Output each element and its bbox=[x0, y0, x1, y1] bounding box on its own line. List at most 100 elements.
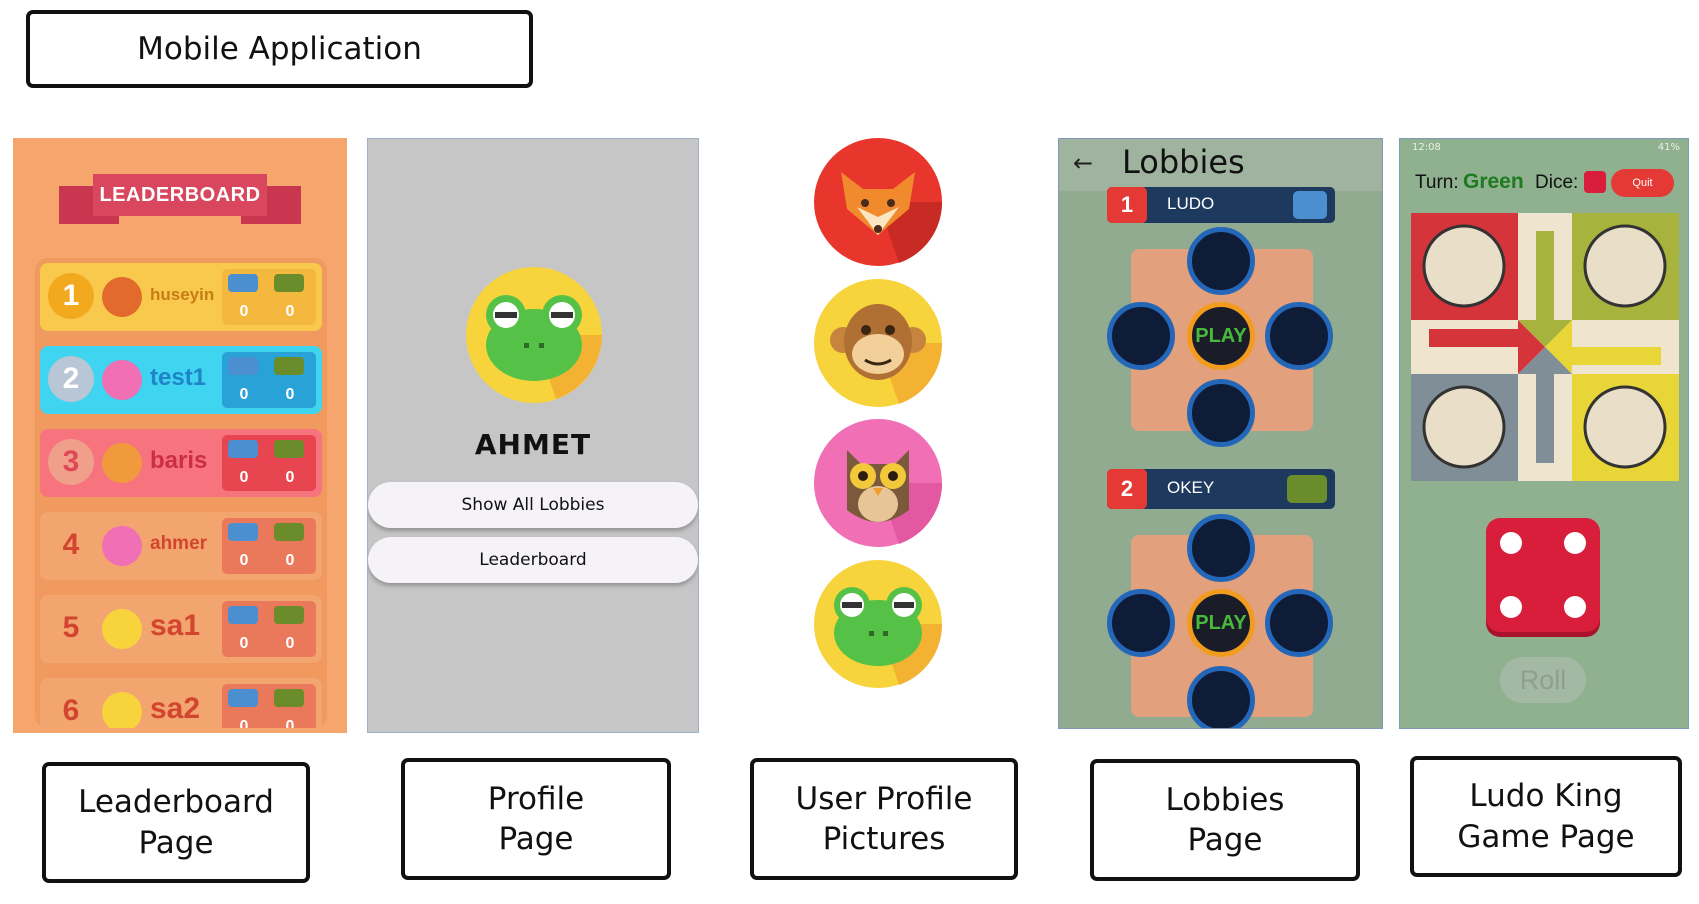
player-name: ahmer bbox=[150, 533, 208, 554]
profile-username: AHMET bbox=[474, 428, 592, 461]
okey-score: 0 bbox=[285, 386, 295, 403]
empty-seat-button[interactable] bbox=[1265, 589, 1333, 657]
score-box: 0 0 bbox=[222, 352, 316, 408]
silver-medal-icon: 2 bbox=[48, 356, 94, 402]
leaderboard-list[interactable]: 1 huseyin 0 0 2 test1 0 0 3 bbox=[35, 258, 327, 728]
page-title: Lobbies bbox=[1122, 143, 1245, 181]
lobby-header[interactable]: 1 LUDO bbox=[1107, 187, 1335, 223]
okey-logo-icon bbox=[274, 523, 304, 541]
monkey-icon bbox=[814, 279, 943, 407]
leaderboard-screenshot: LEADERBOARD 1 huseyin 0 0 2 test1 0 0 bbox=[13, 138, 347, 733]
table-row[interactable]: 4 ahmer 0 0 bbox=[40, 512, 322, 580]
empty-seat-button[interactable] bbox=[1187, 514, 1255, 582]
app-bar: ← Lobbies bbox=[1059, 139, 1382, 191]
caption-leaderboard-page: Leaderboard Page bbox=[42, 762, 310, 883]
table-row[interactable]: 1 huseyin 0 0 bbox=[40, 263, 322, 331]
score-box: 0 0 bbox=[222, 518, 316, 574]
lobby-header[interactable]: 2 OKEY bbox=[1107, 469, 1335, 509]
dice-pip bbox=[1564, 532, 1586, 554]
caption-lobbies-page: Lobbies Page bbox=[1090, 759, 1360, 881]
bronze-medal-icon: 3 bbox=[48, 439, 94, 485]
okey-score: 0 bbox=[285, 552, 295, 569]
owl-avatar-icon bbox=[102, 526, 142, 566]
okey-logo-icon bbox=[1287, 475, 1327, 503]
rank-number: 1 bbox=[62, 279, 80, 312]
rank-number: 6 bbox=[62, 694, 80, 727]
ludo-score: 0 bbox=[239, 386, 249, 403]
okey-score: 0 bbox=[285, 635, 295, 652]
profile-screenshot: AHMET Show All Lobbies Leaderboard bbox=[367, 138, 699, 733]
ludo-logo-icon bbox=[1293, 191, 1327, 219]
okey-score: 0 bbox=[285, 303, 295, 320]
rank-number: 5 bbox=[62, 611, 80, 644]
ludo-logo-icon bbox=[228, 689, 258, 707]
empty-seat-button[interactable] bbox=[1187, 227, 1255, 295]
table-row[interactable]: 5 sa1 0 0 bbox=[40, 595, 322, 663]
empty-seat-button[interactable] bbox=[1187, 379, 1255, 447]
lobby-number: 2 bbox=[1107, 469, 1147, 509]
ludo-game-screenshot: 12:08 41% Turn: Green Dice: Quit Roll bbox=[1399, 138, 1689, 729]
play-button[interactable]: PLAY bbox=[1187, 302, 1255, 370]
lobby-number: 1 bbox=[1107, 187, 1147, 223]
rank-number: 2 bbox=[62, 362, 80, 395]
rank-number: 4 bbox=[62, 528, 80, 561]
ludo-score: 0 bbox=[239, 718, 249, 728]
rank-badge: 4 bbox=[48, 522, 94, 568]
play-button[interactable]: PLAY bbox=[1187, 589, 1255, 657]
show-all-lobbies-button[interactable]: Show All Lobbies bbox=[368, 482, 698, 528]
empty-seat-button[interactable] bbox=[1187, 666, 1255, 728]
owl-avatar-icon bbox=[102, 360, 142, 400]
okey-logo-icon bbox=[274, 689, 304, 707]
ludo-score: 0 bbox=[239, 469, 249, 486]
frog-avatar-icon bbox=[102, 609, 142, 649]
okey-logo-icon bbox=[274, 606, 304, 624]
table-row[interactable]: 3 baris 0 0 bbox=[40, 429, 322, 497]
ludo-logo-icon bbox=[228, 440, 258, 458]
ludo-score: 0 bbox=[239, 303, 249, 320]
player-name: sa2 bbox=[150, 692, 201, 725]
frog-avatar-icon bbox=[466, 267, 602, 403]
dice-small-icon bbox=[1584, 171, 1606, 193]
okey-score: 0 bbox=[285, 718, 295, 728]
fox-avatar-icon bbox=[102, 277, 142, 317]
caption-profile-page: Profile Page bbox=[401, 758, 671, 880]
caption-ludo-king-game-page: Ludo King Game Page bbox=[1410, 756, 1682, 877]
ludo-logo-icon bbox=[228, 357, 258, 375]
monkey-avatar-icon bbox=[102, 692, 142, 728]
table-row[interactable]: 2 test1 0 0 bbox=[40, 346, 322, 414]
quit-button[interactable]: Quit bbox=[1611, 169, 1674, 197]
empty-seat-button[interactable] bbox=[1107, 302, 1175, 370]
ludo-board[interactable] bbox=[1411, 213, 1679, 481]
empty-seat-button[interactable] bbox=[1107, 589, 1175, 657]
player-name: huseyin bbox=[150, 285, 215, 304]
arrow-left-icon[interactable]: ← bbox=[1073, 149, 1094, 177]
player-name: baris bbox=[150, 447, 208, 474]
lobby-game-name: LUDO bbox=[1167, 194, 1215, 213]
table-row[interactable]: 6 sa2 0 0 bbox=[40, 678, 322, 728]
turn-label: Turn: bbox=[1415, 172, 1459, 193]
player-name: test1 bbox=[150, 364, 207, 391]
player-name: sa1 bbox=[150, 609, 201, 642]
status-bar-battery: 41% bbox=[1657, 142, 1680, 153]
fox-icon bbox=[814, 138, 943, 266]
rank-badge: 5 bbox=[48, 605, 94, 651]
dice-pip bbox=[1564, 596, 1586, 618]
dice-pip bbox=[1500, 596, 1522, 618]
okey-logo-icon bbox=[274, 274, 304, 292]
turn-value: Green bbox=[1463, 170, 1524, 193]
rank-badge: 6 bbox=[48, 688, 94, 728]
roll-button[interactable]: Roll bbox=[1500, 657, 1586, 703]
empty-seat-button[interactable] bbox=[1265, 302, 1333, 370]
score-box: 0 0 bbox=[222, 435, 316, 491]
owl-icon bbox=[814, 419, 943, 547]
caption-user-profile-pictures: User Profile Pictures bbox=[750, 758, 1018, 880]
frog-icon bbox=[814, 560, 943, 688]
dice-pip bbox=[1500, 532, 1522, 554]
dice-icon[interactable] bbox=[1486, 518, 1600, 632]
okey-logo-icon bbox=[274, 357, 304, 375]
leaderboard-button[interactable]: Leaderboard bbox=[368, 537, 698, 583]
fox-avatar-icon bbox=[102, 443, 142, 483]
ludo-score: 0 bbox=[239, 552, 249, 569]
ludo-logo-icon bbox=[228, 523, 258, 541]
score-box: 0 0 bbox=[222, 684, 316, 728]
